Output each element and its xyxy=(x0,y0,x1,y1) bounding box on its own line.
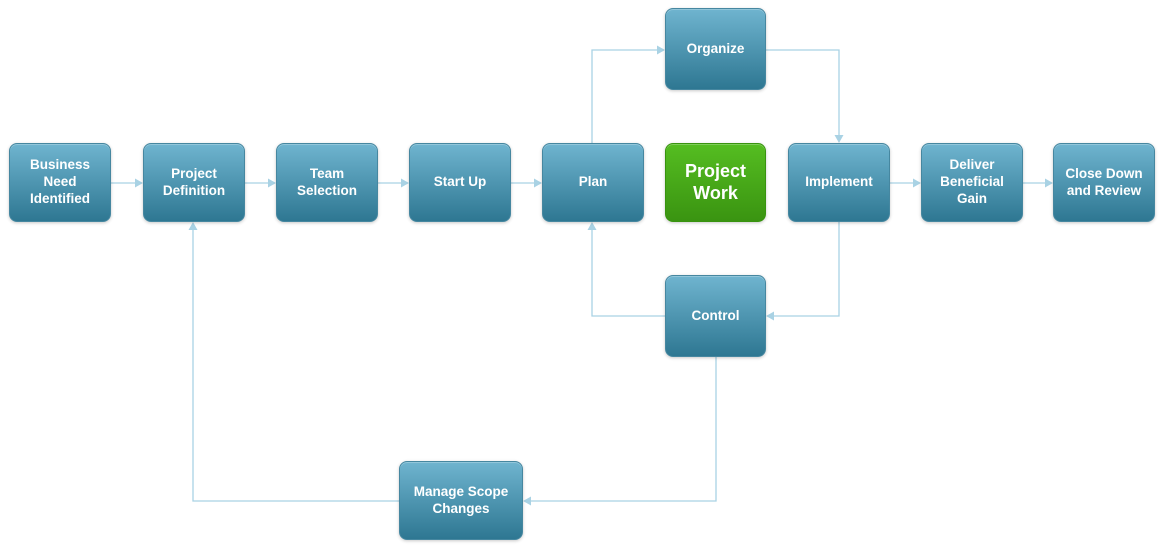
edge-control-to-plan xyxy=(587,222,665,317)
edge-business-need-to-project-definition xyxy=(111,178,143,188)
node-label: Close Down and Review xyxy=(1065,165,1143,198)
node-organize: Organize xyxy=(665,8,766,90)
edge-control-to-manage-scope-changes xyxy=(523,357,717,506)
edge-start-up-to-plan xyxy=(511,178,542,188)
edge-project-definition-to-team-selection xyxy=(245,178,276,188)
edge-implement-to-deliver-beneficial-gain xyxy=(890,178,921,188)
node-label: Team Selection xyxy=(296,165,358,198)
node-team-selection: Team Selection xyxy=(276,143,378,222)
node-label: Project Work xyxy=(684,160,747,203)
edge-implement-to-control xyxy=(766,222,840,321)
node-label: Business Need Identified xyxy=(29,157,91,206)
node-deliver-beneficial-gain: Deliver Beneficial Gain xyxy=(921,143,1023,222)
node-manage-scope-changes: Manage Scope Changes xyxy=(399,461,523,540)
node-project-definition: Project Definition xyxy=(143,143,245,222)
node-label: Organize xyxy=(686,40,745,56)
edge-plan-to-organize xyxy=(591,45,665,143)
node-close-down-and-review: Close Down and Review xyxy=(1053,143,1155,222)
node-plan: Plan xyxy=(542,143,644,222)
node-implement: Implement xyxy=(788,143,890,222)
node-label: Deliver Beneficial Gain xyxy=(940,157,1004,206)
node-project-work: Project Work xyxy=(665,143,766,222)
node-label: Implement xyxy=(805,174,873,190)
node-business-need-identified: Business Need Identified xyxy=(9,143,111,222)
edge-deliver-beneficial-gain-to-close-down xyxy=(1023,178,1053,188)
node-control: Control xyxy=(665,275,766,357)
node-label: Manage Scope Changes xyxy=(413,483,509,516)
node-start-up: Start Up xyxy=(409,143,511,222)
node-label: Plan xyxy=(578,174,608,190)
edge-organize-to-implement xyxy=(766,49,844,143)
edge-manage-scope-changes-to-project-definition xyxy=(188,222,399,502)
node-label: Start Up xyxy=(433,174,487,190)
node-label: Control xyxy=(691,307,740,323)
node-label: Project Definition xyxy=(162,165,226,198)
edge-team-selection-to-start-up xyxy=(378,178,409,188)
